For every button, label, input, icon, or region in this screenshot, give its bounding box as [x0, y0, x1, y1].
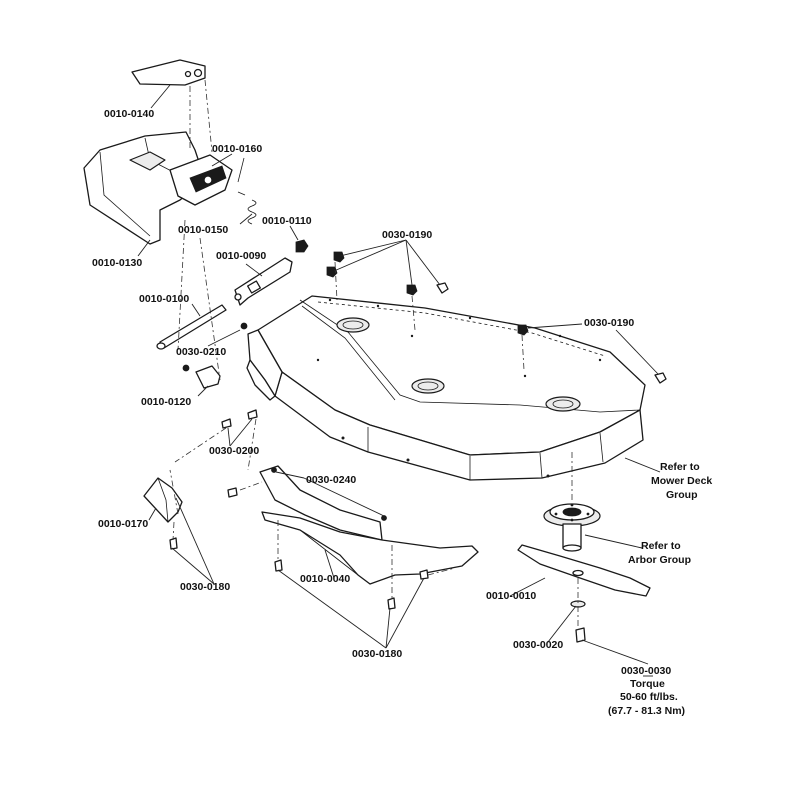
label-0010-0110: 0010-0110: [262, 215, 312, 227]
label-0030-0180-left: 0030-0180: [180, 581, 230, 593]
label-0030-0030: 0030-0030: [621, 665, 671, 677]
nuts-0030-0190: [326, 251, 667, 384]
label-0030-0190-top: 0030-0190: [382, 229, 432, 241]
label-0010-0090: 0010-0090: [216, 250, 266, 262]
left-deflector: [143, 477, 183, 550]
label-0030-0200: 0030-0200: [209, 445, 259, 457]
label-0010-0130: 0010-0130: [92, 257, 142, 269]
label-0010-0150: 0010-0150: [178, 224, 228, 236]
blade-washer: [570, 578, 586, 643]
label-0030-0240: 0030-0240: [306, 474, 356, 486]
discharge-chute: [83, 131, 233, 245]
label-0010-0040: 0010-0040: [300, 573, 350, 585]
mower-deck: [246, 295, 646, 481]
label-0010-0170: 0010-0170: [98, 518, 148, 530]
label-refer-deck-2: Mower Deck: [651, 475, 712, 487]
label-0010-0100: 0010-0100: [139, 293, 189, 305]
label-0030-0210: 0030-0210: [176, 346, 226, 358]
label-torque-3: (67.7 - 81.3 Nm): [608, 705, 685, 717]
label-0030-0020: 0030-0020: [513, 639, 563, 651]
callout-labels: 0010-0140 0010-0160 0010-0150 0010-0110 …: [92, 108, 712, 717]
discharge-baffle: [227, 465, 479, 610]
bolts-0030-0200: [221, 409, 258, 429]
label-0030-0180-bottom: 0030-0180: [352, 648, 402, 660]
label-0010-0120: 0010-0120: [141, 396, 191, 408]
label-torque-1: Torque: [630, 678, 665, 690]
hinge-bracket: [234, 257, 293, 306]
small-bracket: [182, 322, 248, 389]
leader-lines: [137, 84, 661, 677]
label-0030-0190-right: 0030-0190: [584, 317, 634, 329]
hinge-rod: [156, 304, 227, 350]
chute-spring: [237, 157, 257, 225]
label-0010-0140: 0010-0140: [104, 108, 154, 120]
label-0010-0160: 0010-0160: [212, 143, 262, 155]
chute-hinge-bracket: [131, 59, 213, 153]
label-torque-2: 50-60 ft/lbs.: [620, 691, 678, 703]
label-refer-arbor-2: Arbor Group: [628, 554, 691, 566]
label-refer-arbor-1: Refer to: [641, 540, 681, 552]
nut-0010-0110: [295, 239, 309, 253]
assembly-centerlines: [169, 219, 525, 598]
label-refer-deck-1: Refer to: [660, 461, 700, 473]
mower-blade: [517, 544, 651, 597]
arbor-spindle: [543, 452, 601, 552]
label-refer-deck-3: Group: [666, 489, 698, 501]
label-0010-0010: 0010-0010: [486, 590, 536, 602]
